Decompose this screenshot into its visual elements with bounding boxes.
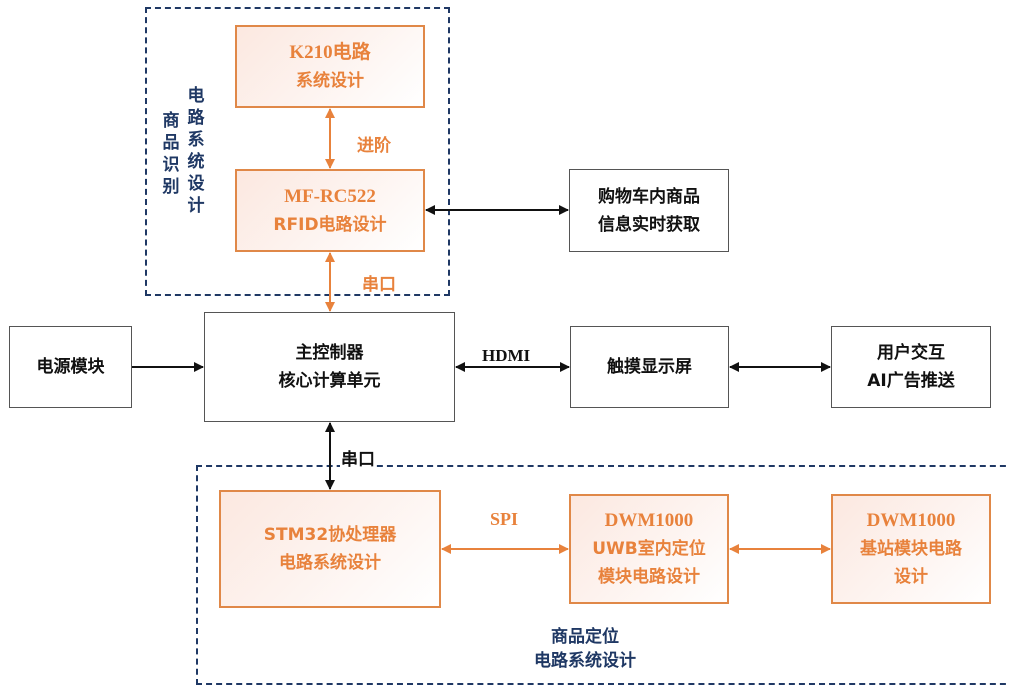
dwm-base-line1: DWM1000 — [866, 510, 956, 531]
k210-line1: K210电路 — [289, 41, 371, 63]
main-controller-line2: 核心计算单元 — [278, 371, 381, 391]
rfid-box[interactable]: MF-RC522 RFID电路设计 — [235, 169, 425, 252]
main-controller-box[interactable]: 主控制器 核心计算单元 — [204, 312, 455, 422]
dwm-base-box[interactable]: DWM1000 基站模块电路 设计 — [831, 494, 991, 604]
cart-info-line2: 信息实时获取 — [598, 214, 700, 235]
user-interaction-box[interactable]: 用户交互 AI广告推送 — [831, 326, 991, 408]
recognition-group-title-col2: 电路系统设计 — [187, 86, 205, 216]
stm32-line1: STM32协处理器 — [263, 525, 397, 545]
touchscreen-box[interactable]: 触摸显示屏 — [570, 326, 729, 408]
dwm-base-line3: 设计 — [894, 567, 928, 587]
label-spi: SPI — [490, 509, 519, 529]
label-k210-rfid: 进阶 — [357, 136, 391, 156]
label-hdmi: HDMI — [482, 346, 531, 365]
dwm-base-line2: 基站模块电路 — [860, 539, 962, 559]
rfid-line1: MF-RC522 — [284, 185, 376, 207]
cart-info-line1: 购物车内商品 — [598, 186, 700, 207]
user-interaction-line1: 用户交互 — [876, 343, 945, 363]
power-module-box[interactable]: 电源模块 — [9, 326, 132, 408]
user-interaction-line2: AI广告推送 — [867, 371, 955, 391]
power-line1: 电源模块 — [36, 357, 105, 377]
positioning-group-title: 商品定位 电路系统设计 — [500, 625, 670, 673]
label-main-stm32-serial: 串口 — [340, 445, 376, 470]
positioning-title-line2: 电路系统设计 — [534, 651, 636, 671]
recognition-group-title-col1: 商品识别 — [162, 111, 180, 197]
recognition-group — [145, 7, 450, 296]
k210-box[interactable]: K210电路 系统设计 — [235, 25, 425, 108]
positioning-title-line1: 商品定位 — [551, 627, 619, 647]
touchscreen-line1: 触摸显示屏 — [607, 357, 692, 377]
cart-info-box[interactable]: 购物车内商品 信息实时获取 — [569, 169, 729, 252]
k210-line2: 系统设计 — [296, 70, 364, 91]
dwm-uwb-line3: 模块电路设计 — [597, 567, 700, 587]
main-controller-line1: 主控制器 — [295, 343, 364, 363]
positioning-group — [196, 465, 1009, 685]
label-rfid-main-serial: 串口 — [362, 275, 396, 295]
dwm-uwb-line1: DWM1000 — [604, 510, 694, 531]
rfid-line2: RFID电路设计 — [273, 214, 387, 235]
stm32-line2: 电路系统设计 — [278, 553, 381, 573]
dwm-uwb-line2: UWB室内定位 — [592, 539, 706, 559]
stm32-box[interactable]: STM32协处理器 电路系统设计 — [219, 490, 441, 608]
dwm-uwb-box[interactable]: DWM1000 UWB室内定位 模块电路设计 — [569, 494, 729, 604]
